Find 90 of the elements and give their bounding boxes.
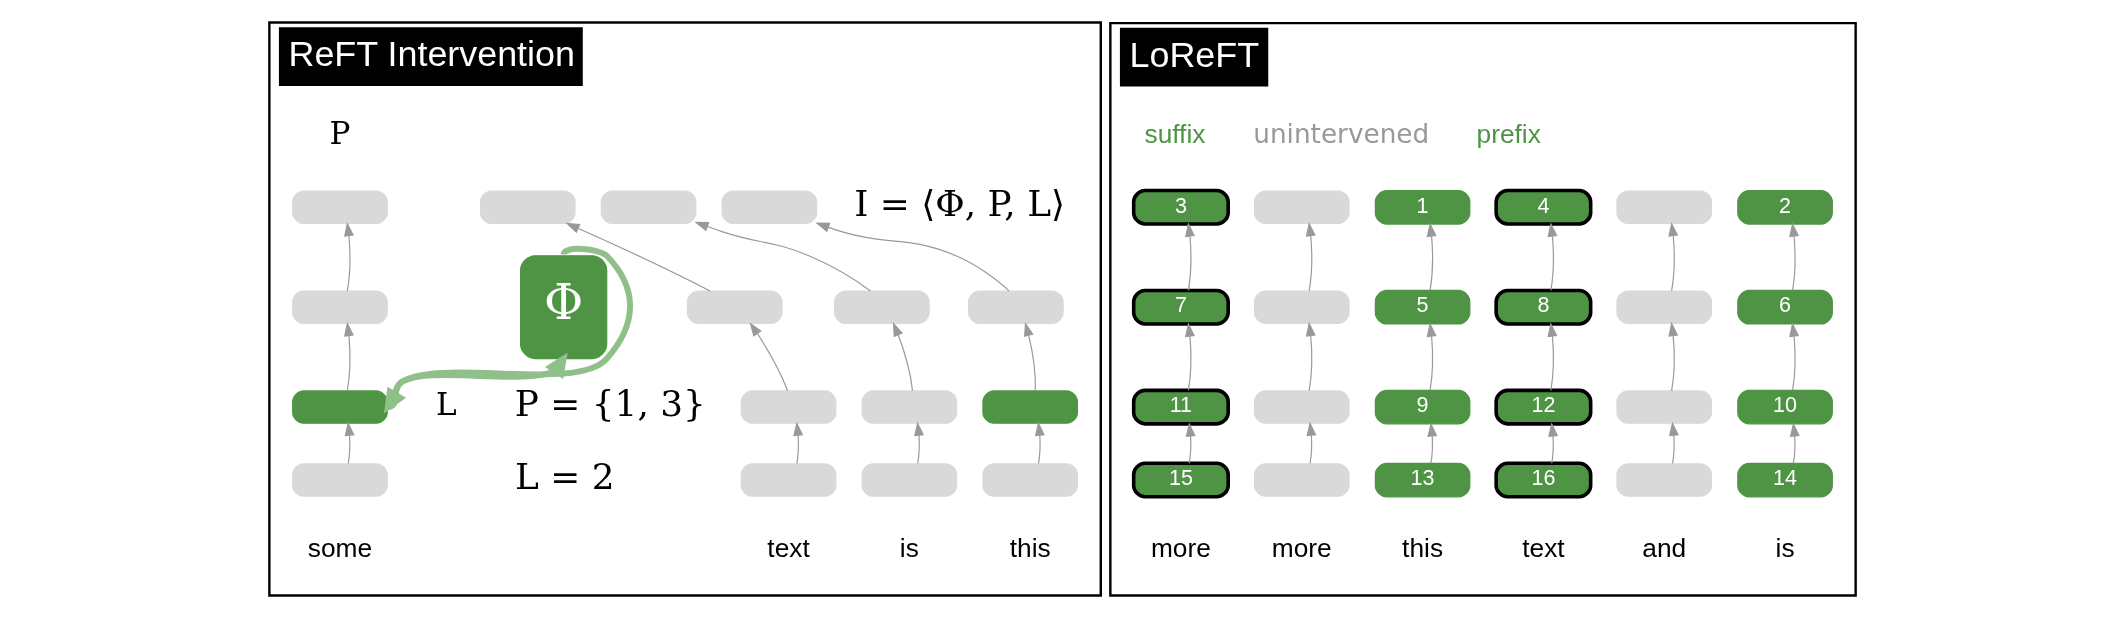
arrow — [1546, 222, 1557, 291]
arrow — [1667, 321, 1678, 392]
node-box — [861, 463, 957, 497]
node-box — [479, 190, 576, 225]
arrow — [343, 221, 354, 292]
arrow — [1426, 422, 1437, 464]
node-box — [967, 290, 1064, 324]
node-box — [981, 390, 1078, 424]
label: L — [435, 385, 457, 422]
node-box — [686, 290, 783, 324]
node-box — [833, 290, 930, 324]
label: this — [1009, 532, 1051, 563]
arrow — [1668, 421, 1679, 465]
label: prefix — [1476, 119, 1541, 150]
label: unintervened — [1252, 119, 1429, 150]
label: P — [328, 115, 350, 152]
node-box: 8 — [1493, 288, 1592, 326]
node-box: 9 — [1374, 389, 1470, 425]
node-box — [600, 190, 696, 225]
node-box — [1253, 463, 1350, 497]
arrow — [1789, 422, 1800, 464]
node-box — [1615, 390, 1712, 424]
node-box: 13 — [1374, 462, 1470, 498]
node-box — [1253, 190, 1350, 225]
node-box — [291, 463, 388, 497]
node-box: 14 — [1736, 462, 1833, 498]
node-box: Φ — [519, 255, 607, 360]
arrow — [913, 421, 924, 465]
node-box — [740, 463, 836, 497]
arrow — [1426, 322, 1437, 391]
node-box: 6 — [1736, 289, 1833, 325]
arrow — [1547, 422, 1558, 464]
arrow — [1185, 422, 1196, 464]
arrow — [693, 221, 871, 292]
node-box — [1615, 290, 1712, 324]
arrow — [1305, 421, 1316, 465]
arrow — [792, 421, 803, 465]
node-box — [291, 290, 388, 324]
label: suffix — [1144, 119, 1205, 150]
node-box: 12 — [1493, 388, 1592, 426]
node-box: 5 — [1374, 289, 1470, 325]
arrow — [1305, 221, 1316, 292]
node-box: 3 — [1131, 188, 1230, 226]
arrow — [1667, 221, 1678, 292]
node-box — [1615, 190, 1712, 225]
node-box: 7 — [1131, 288, 1230, 326]
node-box: 11 — [1131, 388, 1230, 426]
label: I = ⟨Φ, P, L⟩ — [853, 183, 1065, 225]
arrow — [1788, 222, 1799, 291]
arrow — [1305, 321, 1316, 392]
arrow — [1788, 322, 1799, 391]
node-box: 1 — [1374, 189, 1470, 225]
node-box — [1253, 390, 1350, 424]
arrow — [1034, 421, 1045, 465]
label: text — [766, 532, 810, 563]
node-box — [291, 190, 388, 225]
node-box — [740, 390, 836, 424]
node-box: 4 — [1493, 188, 1592, 226]
arrow — [749, 322, 788, 392]
node-box: 2 — [1736, 189, 1833, 225]
node-box — [721, 190, 817, 225]
node-box — [1615, 463, 1712, 497]
node-box — [1253, 290, 1350, 324]
arrow — [343, 321, 354, 392]
label: and — [1641, 532, 1686, 563]
node-box — [861, 390, 957, 424]
label: L = 2 — [514, 456, 615, 498]
label: more — [1271, 532, 1332, 563]
arrow — [1023, 321, 1036, 392]
node-box — [291, 390, 388, 424]
label: some — [307, 532, 372, 563]
node-box — [981, 463, 1078, 497]
arrow — [1426, 222, 1437, 291]
label: more — [1150, 532, 1211, 563]
arrow — [344, 421, 355, 465]
label: text — [1521, 532, 1565, 563]
arrow — [1184, 222, 1195, 291]
node-box: 10 — [1736, 389, 1833, 425]
label: is — [899, 532, 919, 563]
node-box: 16 — [1493, 461, 1592, 499]
arrow — [386, 352, 568, 411]
node-box: 15 — [1131, 461, 1230, 499]
label: P = {1, 3} — [514, 383, 706, 425]
arrow — [892, 321, 913, 392]
label: is — [1775, 532, 1795, 563]
arrow — [1184, 322, 1195, 391]
arrow — [564, 222, 711, 292]
arrow — [814, 222, 1010, 292]
arrow — [1546, 322, 1557, 391]
label: this — [1401, 532, 1443, 563]
